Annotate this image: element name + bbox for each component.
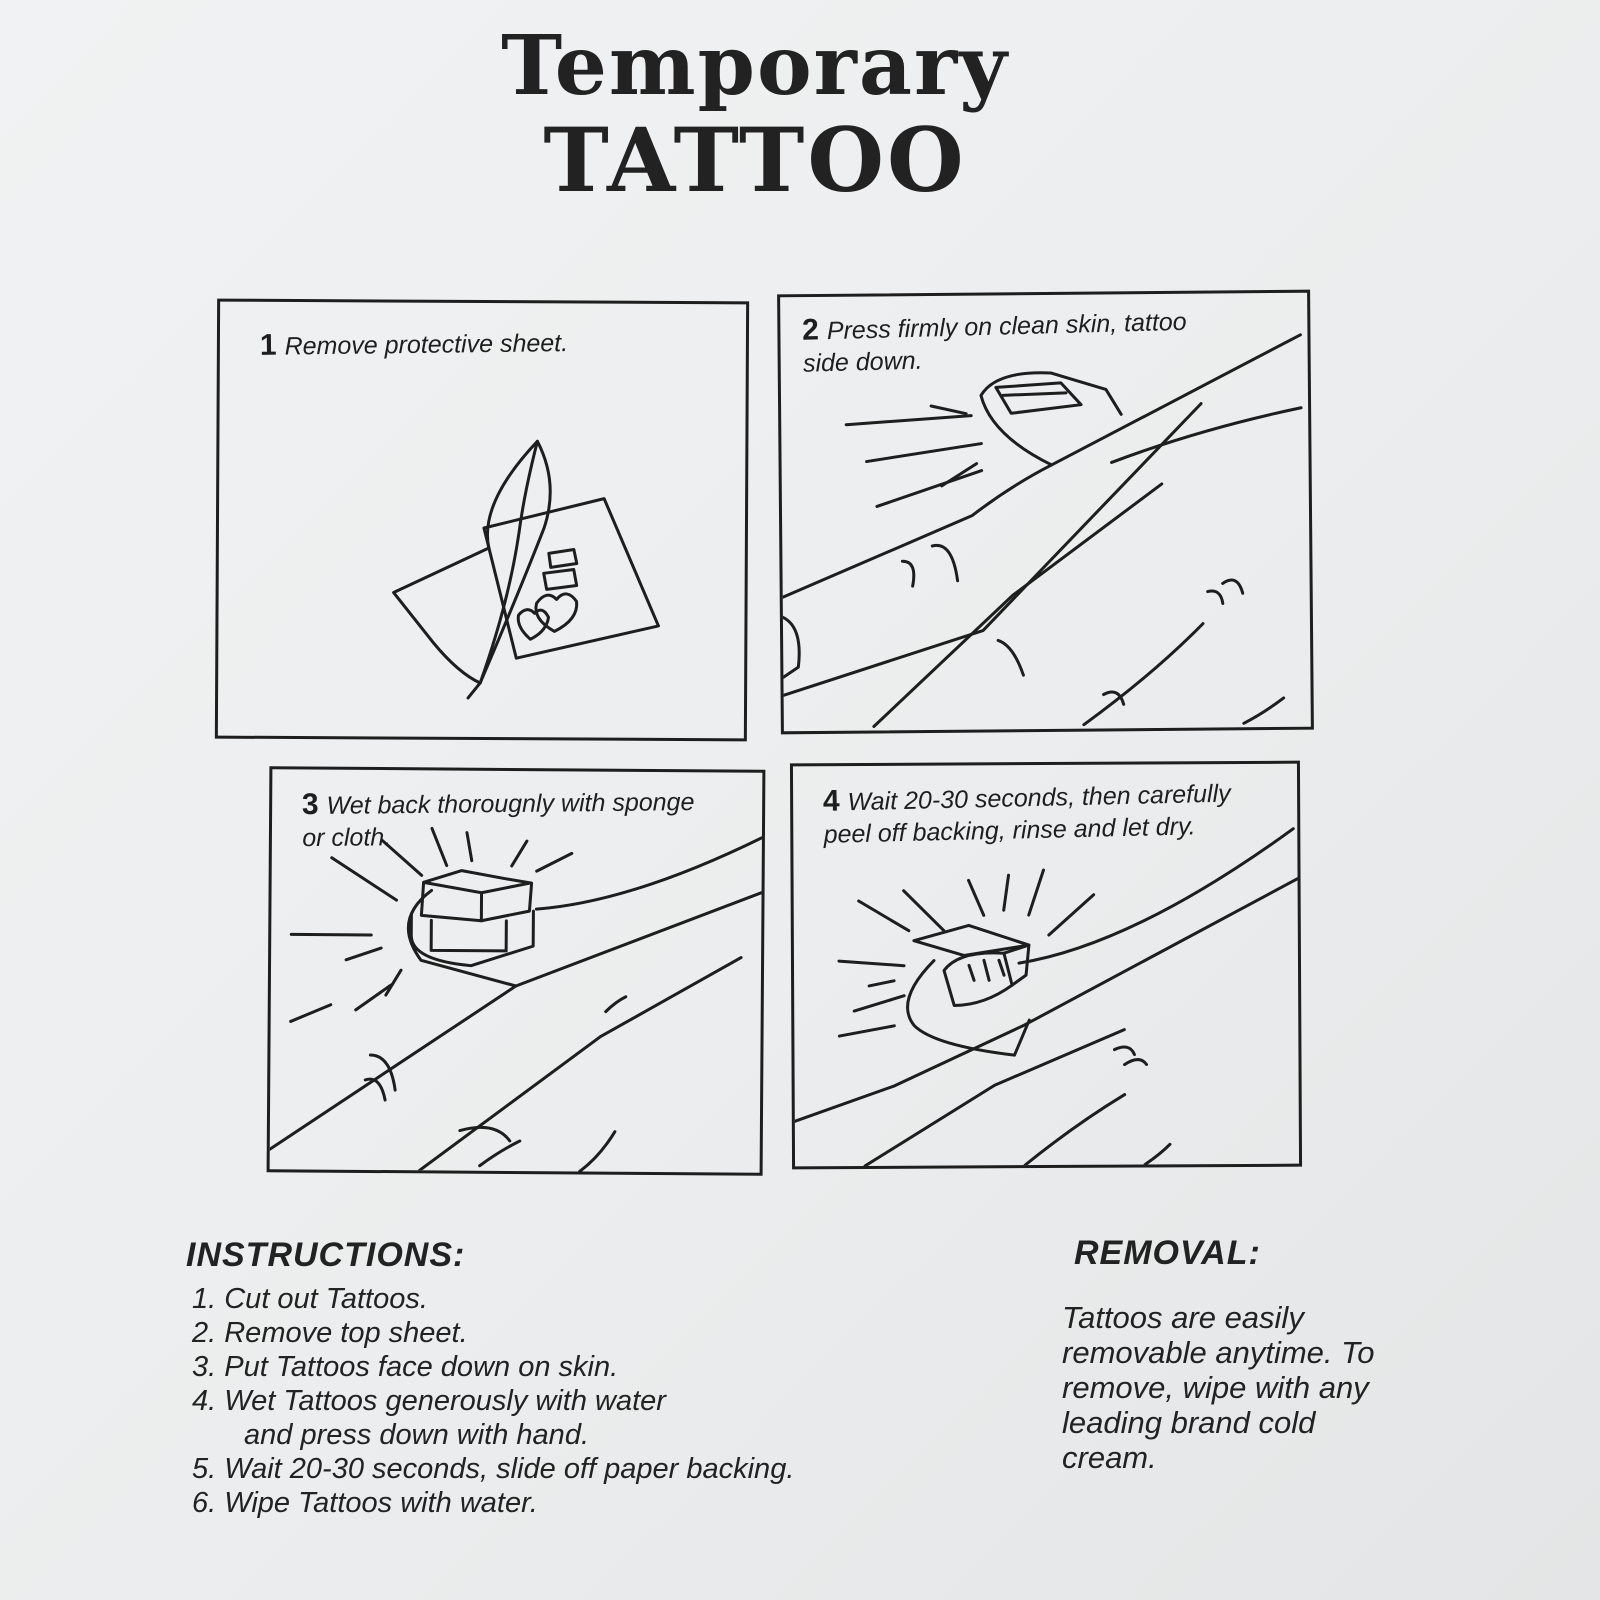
sponge-wetting-illustration — [269, 826, 763, 1173]
finger-pressing-illustration — [781, 333, 1303, 729]
instruction-item: 6. Wipe Tattoos with water. — [192, 1487, 538, 1519]
removal-heading: REMOVAL: — [1074, 1234, 1261, 1272]
instruction-item: 4. Wet Tattoos generously with water — [192, 1385, 666, 1417]
peeling-backing-illustration — [793, 827, 1300, 1167]
removal-text: Tattoos are easily removable anytime. To… — [1062, 1300, 1375, 1475]
instruction-item-continued: and press down with hand. — [244, 1419, 589, 1451]
instruction-item: 3. Put Tattoos face down on skin. — [192, 1351, 619, 1383]
instructions-heading: INSTRUCTIONS: — [186, 1236, 466, 1274]
instruction-item: 1. Cut out Tattoos. — [192, 1283, 428, 1315]
title-temporary: Temporary — [501, 18, 1009, 114]
peeling-sheet-illustration — [392, 439, 660, 700]
title-tattoo: TATTOO — [543, 108, 967, 212]
instruction-item: 2. Remove top sheet. — [192, 1317, 468, 1349]
instructions-list: 1. Cut out Tattoos. 2. Remove top sheet.… — [192, 1282, 972, 1520]
instruction-item: 5. Wait 20-30 seconds, slide off paper b… — [192, 1453, 795, 1485]
